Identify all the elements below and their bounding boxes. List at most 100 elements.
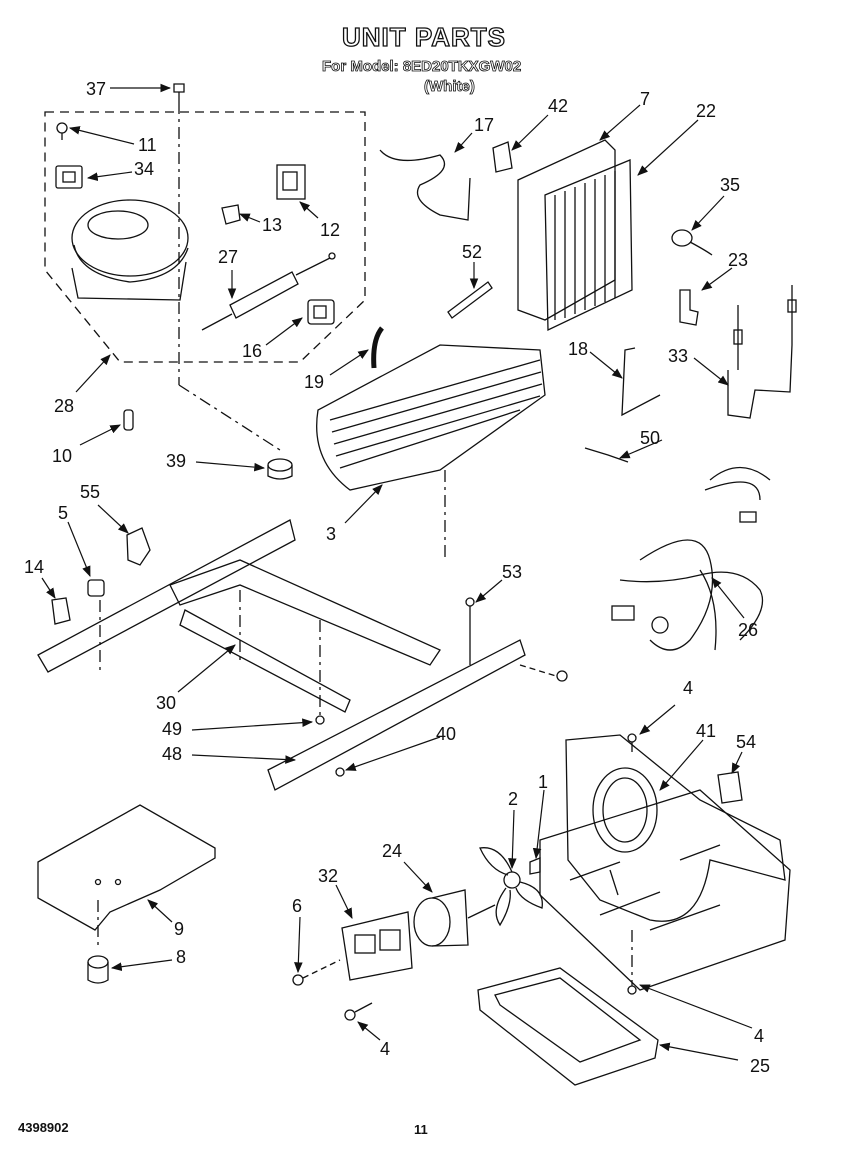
leader-48	[191, 754, 297, 764]
leader-55	[97, 504, 129, 534]
callout-16: 16	[242, 341, 262, 361]
part-tube-17	[379, 149, 471, 221]
part-screw-11	[56, 122, 68, 140]
callout-17: 17	[474, 115, 494, 135]
callout-19: 19	[304, 372, 324, 392]
leader-8	[110, 959, 173, 971]
callout-28: 28	[54, 396, 74, 416]
leader-41	[659, 739, 704, 791]
leader-33	[693, 357, 729, 386]
part-clip-13	[221, 204, 241, 225]
leader-54	[731, 751, 743, 774]
color-line: (White)	[424, 78, 476, 96]
leader-3	[344, 484, 383, 524]
callout-26: 26	[738, 620, 758, 640]
leader-24	[403, 861, 433, 893]
part-screw-40	[335, 664, 568, 777]
leader-34	[86, 171, 133, 181]
callout-53: 53	[502, 562, 522, 582]
callout-30: 30	[156, 693, 176, 713]
part-thermistor-35	[671, 229, 713, 256]
callout-6: 6	[292, 896, 302, 916]
callout-11: 11	[138, 135, 157, 155]
part-compressor	[71, 199, 189, 301]
callout-9: 9	[174, 919, 184, 939]
leader-42	[511, 114, 549, 151]
part-clip-23	[679, 289, 699, 326]
part-clip-14	[51, 597, 71, 625]
leader-10	[79, 424, 121, 446]
leader-23	[701, 267, 733, 291]
callout-49: 49	[162, 719, 182, 739]
part-grommet-8	[87, 955, 109, 984]
callout-27: 27	[218, 247, 238, 267]
part-bracket-42	[492, 141, 513, 173]
leader-39	[195, 461, 266, 472]
leader-4c	[638, 984, 753, 1029]
part-fan-bracket-41	[565, 734, 786, 922]
part-drier-27	[201, 252, 336, 331]
leader-32	[335, 884, 353, 919]
page-title: UNIT PARTS	[341, 21, 507, 52]
callout-50: 50	[640, 428, 660, 448]
part-base-plate	[539, 789, 791, 991]
callout-1: 1	[538, 772, 548, 792]
callout-54: 54	[736, 732, 756, 752]
part-clip-50	[584, 447, 629, 463]
part-wire-harness-26	[611, 467, 771, 651]
part-screw-53	[465, 597, 475, 665]
part-screw-4b	[344, 1002, 373, 1021]
part-cap-5	[87, 579, 105, 597]
leader-35	[691, 195, 725, 231]
part-cover-16	[307, 299, 335, 325]
leader-16	[265, 317, 303, 346]
leader-6	[294, 916, 303, 974]
model-line: For Model: 8ED20TKXGW02	[322, 58, 522, 76]
part-condenser-assembly	[517, 139, 633, 332]
part-drain-tray-25	[477, 967, 659, 1086]
part-tie-52	[447, 281, 493, 319]
leader-26	[711, 577, 745, 619]
part-grommet-39	[267, 458, 293, 480]
part-spacer-10	[123, 409, 134, 431]
callout-7: 7	[640, 89, 650, 109]
part-drain-pan-9	[37, 804, 216, 945]
leader-1	[532, 789, 545, 860]
leader-13	[238, 213, 261, 223]
callout-25: 25	[750, 1056, 770, 1076]
part-relay-34	[55, 165, 83, 189]
leader-30	[177, 644, 236, 693]
leader-11	[68, 126, 135, 145]
callout-55: 55	[80, 482, 100, 502]
callout-4c: 4	[754, 1026, 764, 1046]
leader-12	[299, 201, 319, 219]
callout-3: 3	[326, 524, 336, 544]
leader-7	[599, 104, 641, 141]
callout-10: 10	[52, 446, 72, 466]
part-knob-54	[717, 771, 743, 804]
callout-37: 37	[86, 79, 106, 99]
callout-40: 40	[436, 724, 456, 744]
part-hose-19	[371, 326, 385, 369]
leader-4b	[357, 1021, 381, 1041]
leader-53	[475, 579, 503, 603]
part-clip-1	[529, 857, 541, 875]
leader-4a	[639, 704, 676, 735]
doc-number: 4398902	[18, 1120, 69, 1135]
leader-5	[67, 521, 91, 578]
part-overload-12	[276, 164, 306, 200]
callout-35: 35	[720, 175, 740, 195]
callout-42: 42	[548, 96, 568, 116]
callout-23: 23	[728, 250, 748, 270]
leader-14	[41, 577, 56, 599]
leader-50	[619, 439, 663, 459]
callout-4b: 4	[380, 1039, 390, 1059]
callout-34: 34	[134, 159, 154, 179]
callout-12: 12	[320, 220, 340, 240]
callout-48: 48	[162, 744, 182, 764]
part-tube-33	[727, 285, 797, 419]
part-screw-37	[173, 83, 185, 102]
callout-4a: 4	[683, 678, 693, 698]
callout-52: 52	[462, 242, 482, 262]
